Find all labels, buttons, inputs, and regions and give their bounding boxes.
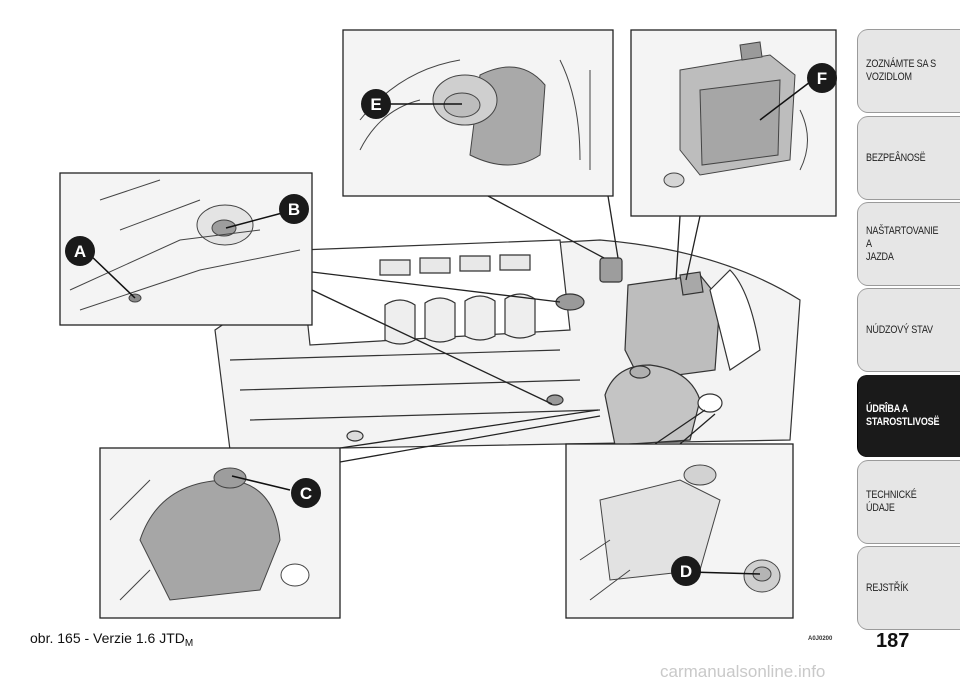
callout-c-disc	[291, 478, 321, 508]
callout-b: B	[288, 200, 300, 219]
tab-label: ÚDRÎBA A STAROSTLIVOSË	[866, 403, 940, 428]
tab-label: NAŠTARTOVANIE A JAZDA	[866, 224, 939, 263]
inset-ab	[59, 172, 313, 326]
tab-label: ZOZNÁMTE SA S VOZIDLOM	[866, 58, 937, 83]
figure-caption: obr. 165 - Verzie 1.6 JTDM	[30, 630, 193, 649]
tab-nastartovanie[interactable]: NAŠTARTOVANIE A JAZDA	[858, 203, 960, 285]
callout-d: D	[680, 562, 692, 581]
tab-rejstrik[interactable]: REJSTŘÍK	[858, 547, 960, 629]
tab-zoznamte-sa[interactable]: ZOZNÁMTE SA S VOZIDLOM	[858, 30, 960, 112]
inset-d	[565, 443, 794, 619]
tab-label: REJSTŘÍK	[866, 581, 909, 594]
tab-bezpecnost[interactable]: BEZPEÂNOSË	[858, 117, 960, 199]
caption-subscript: M	[184, 638, 194, 649]
watermark: carmanualsonline.info	[660, 662, 826, 681]
tab-label: TECHNICKÉ ÚDAJE	[866, 489, 917, 514]
inset-f	[630, 29, 837, 217]
callout-e: E	[370, 95, 381, 114]
callout-a: A	[74, 242, 86, 261]
tab-nudzovy-stav[interactable]: NÚDZOVÝ STAV	[858, 289, 960, 371]
callout-f: F	[817, 69, 827, 88]
engine-bay-drawing	[214, 239, 801, 451]
callout-b-disc	[279, 194, 309, 224]
inset-c	[99, 447, 341, 619]
tab-udrzba-active[interactable]: ÚDRÎBA A STAROSTLIVOSË	[858, 375, 960, 457]
callout-e-disc	[361, 89, 391, 119]
caption-text: obr. 165 - Verzie 1.6 JTD	[30, 630, 185, 646]
figure-code: A0J0200	[808, 636, 833, 642]
leader-lines	[311, 195, 716, 463]
callout-c: C	[300, 484, 312, 503]
callout-a-disc	[65, 236, 95, 266]
tab-technicke-udaje[interactable]: TECHNICKÉ ÚDAJE	[858, 461, 960, 543]
engine-bay-illustration: A B E F C D	[59, 29, 837, 619]
callout-f-disc	[807, 63, 837, 93]
tab-label: BEZPEÂNOSË	[866, 151, 926, 164]
page-number: 187	[876, 630, 910, 652]
tab-label: NÚDZOVÝ STAV	[866, 323, 933, 336]
callout-d-disc	[671, 556, 701, 586]
